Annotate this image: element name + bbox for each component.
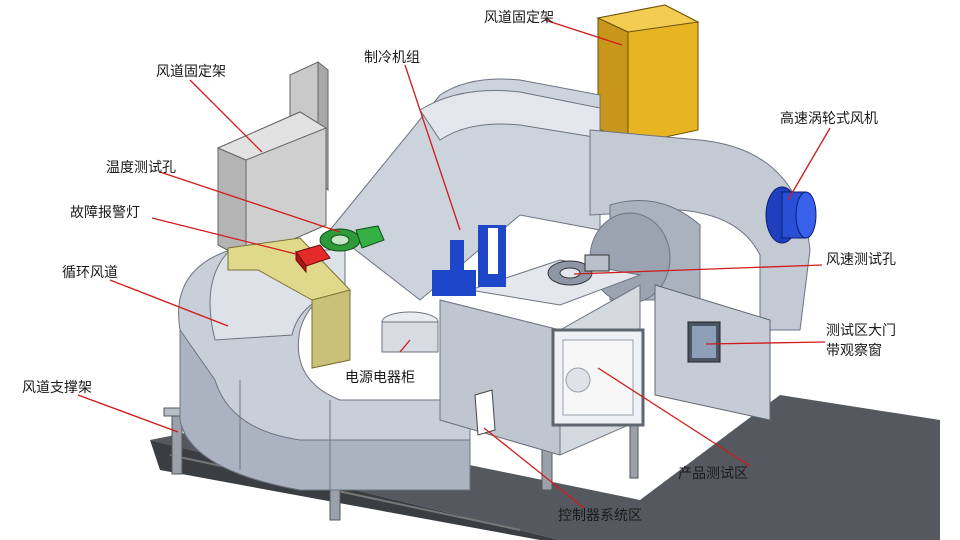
- test-section: [381, 259, 645, 456]
- fault-alarm-light: [295, 244, 331, 274]
- label-duct-bracket-top: 风道固定架: [484, 10, 554, 26]
- label-circulation-duct: 循环风道: [62, 265, 118, 281]
- brand-logo: [432, 225, 506, 296]
- duct-flange-yellow: [227, 237, 351, 369]
- label-product-test-area: 产品测试区: [678, 466, 748, 482]
- fan-motor: [765, 186, 817, 244]
- label-high-speed-turbo-fan: 高速涡轮式风机: [780, 111, 878, 127]
- temperature-test-hole: [319, 225, 385, 252]
- label-power-cabinet: 电源电器柜: [345, 370, 415, 386]
- label-refrigeration-unit: 制冷机组: [364, 50, 420, 66]
- top-duct-bracket: [596, 4, 700, 146]
- label-fault-alarm-light: 故障报警灯: [70, 205, 140, 221]
- label-temperature-test-hole: 温度测试孔: [106, 160, 176, 176]
- label-duct-support: 风道支撑架: [22, 380, 92, 396]
- test-area-door: [654, 284, 771, 421]
- leader-lines: [77, 19, 831, 509]
- label-duct-bracket-left: 风道固定架: [156, 64, 226, 80]
- label-controller-system-area: 控制器系统区: [558, 508, 642, 524]
- label-test-area-door-line2: 带观察窗: [826, 343, 882, 359]
- label-test-area-door-line1: 测试区大门: [826, 323, 896, 339]
- label-wind-speed-test-hole: 风速测试孔: [826, 252, 896, 268]
- left-duct-bracket: [216, 60, 329, 261]
